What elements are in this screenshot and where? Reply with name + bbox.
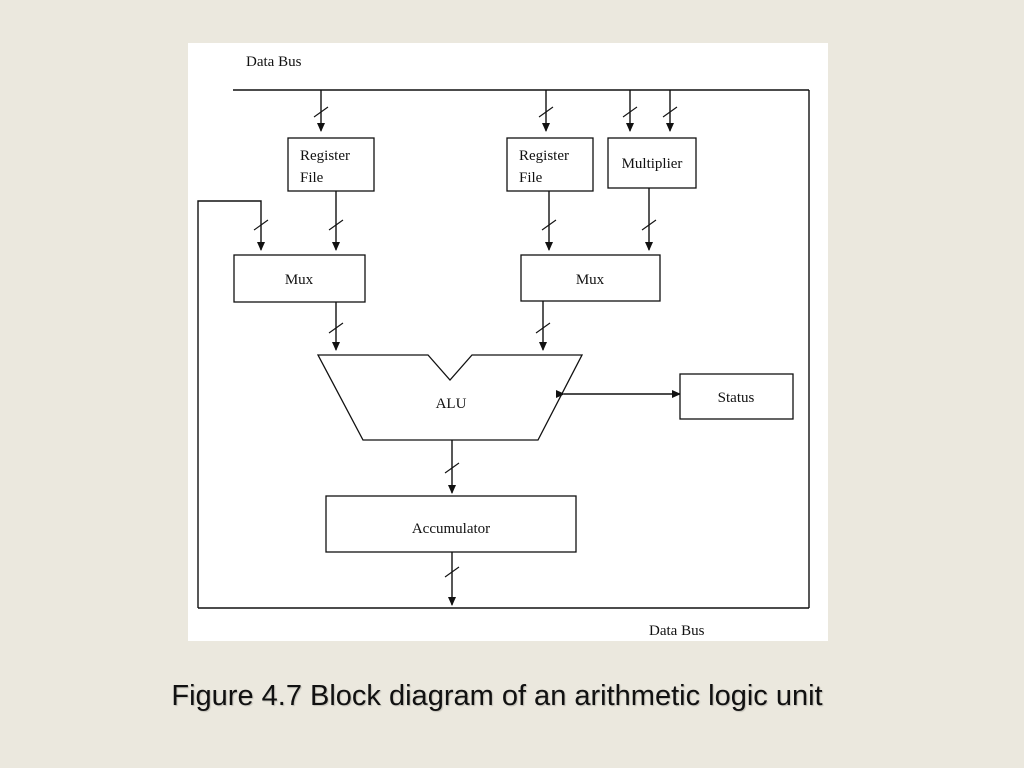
svg-text:Register: Register (519, 148, 569, 164)
figure-caption: Figure 4.7 Block diagram of an arithmeti… (171, 680, 823, 712)
bus-width-tick (313, 106, 329, 118)
svg-text:Register: Register (300, 148, 350, 164)
bus-width-tick (328, 219, 344, 231)
register-file-right: Register File (506, 137, 594, 192)
bus-width-tick (538, 106, 554, 118)
mux-left: Mux (233, 254, 366, 303)
svg-text:Mux: Mux (285, 272, 314, 288)
status-register: Status (679, 373, 794, 420)
svg-text:Mux: Mux (576, 272, 605, 288)
bus-width-tick (535, 322, 551, 334)
data-bus-top-label: Data Bus (246, 54, 302, 70)
multiplier-block: Multiplier (607, 137, 697, 189)
alu-block: ALU (316, 354, 584, 441)
bus-width-tick (444, 566, 460, 578)
data-bus-bottom-label: Data Bus (649, 623, 705, 639)
svg-text:Status: Status (718, 390, 755, 406)
alu-block-diagram: Data Bus Data Bus Register File Mux Regi… (188, 43, 828, 641)
bus-width-tick (541, 219, 557, 231)
svg-text:Accumulator: Accumulator (412, 521, 490, 537)
bus-width-tick (641, 219, 657, 231)
svg-text:File: File (300, 170, 324, 186)
bus-width-tick (328, 322, 344, 334)
svg-text:ALU: ALU (436, 396, 467, 412)
svg-text:Multiplier: Multiplier (622, 156, 683, 172)
register-file-left: Register File (287, 137, 375, 192)
mux-right: Mux (520, 254, 661, 302)
accumulator-block: Accumulator (325, 495, 577, 553)
bus-width-tick (662, 106, 678, 118)
bus-width-tick (253, 219, 269, 231)
svg-text:File: File (519, 170, 543, 186)
bus-width-tick (444, 462, 460, 474)
bus-width-tick (622, 106, 638, 118)
